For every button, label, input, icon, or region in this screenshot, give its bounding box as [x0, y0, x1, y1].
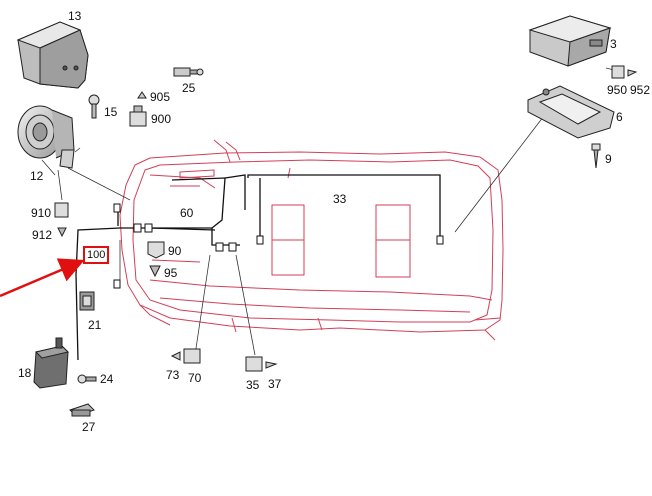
leader-lines	[41, 67, 615, 356]
callout-60: 60	[180, 206, 194, 220]
callout-25: 25	[182, 81, 196, 95]
callout-910: 910	[31, 206, 52, 220]
callout-73: 73	[166, 368, 180, 382]
callout-905: 905	[150, 90, 171, 104]
callout-15: 15	[104, 105, 118, 119]
callout-3: 3	[610, 37, 617, 51]
wiring-harness	[75, 174, 441, 361]
holder-clip-icon	[69, 403, 95, 417]
clip-icon	[79, 291, 95, 311]
callout-9: 9	[605, 152, 612, 166]
screw-icon-24	[77, 374, 97, 384]
callout-90: 90	[168, 244, 182, 258]
alarm-cover-icon	[16, 21, 89, 89]
callout-18: 18	[18, 366, 32, 380]
connector-icon-950	[611, 65, 638, 79]
callout-21: 21	[88, 318, 102, 332]
callout-912: 912	[32, 228, 53, 242]
mounting-bracket-icon	[527, 85, 615, 139]
connector-icon-35	[245, 356, 278, 372]
screw-icon-9	[591, 143, 601, 169]
callout-70: 70	[188, 371, 202, 385]
callout-95: 95	[164, 266, 178, 280]
connector-icon-910	[54, 202, 69, 238]
callout-24: 24	[100, 372, 114, 386]
screw-icon-25	[173, 67, 204, 77]
tilt-sensor-icon	[33, 337, 69, 389]
callout-950: 950	[607, 83, 628, 97]
highlight-arrow	[0, 258, 85, 298]
callout-27: 27	[82, 420, 96, 434]
screw-icon-15	[88, 94, 100, 119]
callout-100-highlighted: 100	[83, 246, 110, 264]
siren-horn-icon	[17, 105, 75, 169]
callout-35: 35	[246, 378, 260, 392]
harness-connectors	[113, 203, 444, 289]
callout-37: 37	[268, 377, 282, 391]
callout-33: 33	[333, 192, 347, 206]
callout-952: 952	[630, 83, 651, 97]
callout-12: 12	[30, 169, 44, 183]
connector-icon-70	[170, 348, 201, 364]
connector-icon-90	[147, 241, 165, 278]
control-module-icon	[528, 15, 612, 67]
callout-6: 6	[616, 110, 623, 124]
vehicle-outline	[119, 139, 504, 341]
callout-13: 13	[68, 9, 82, 23]
callout-900: 900	[151, 112, 172, 126]
connector-icon-900	[129, 91, 147, 127]
